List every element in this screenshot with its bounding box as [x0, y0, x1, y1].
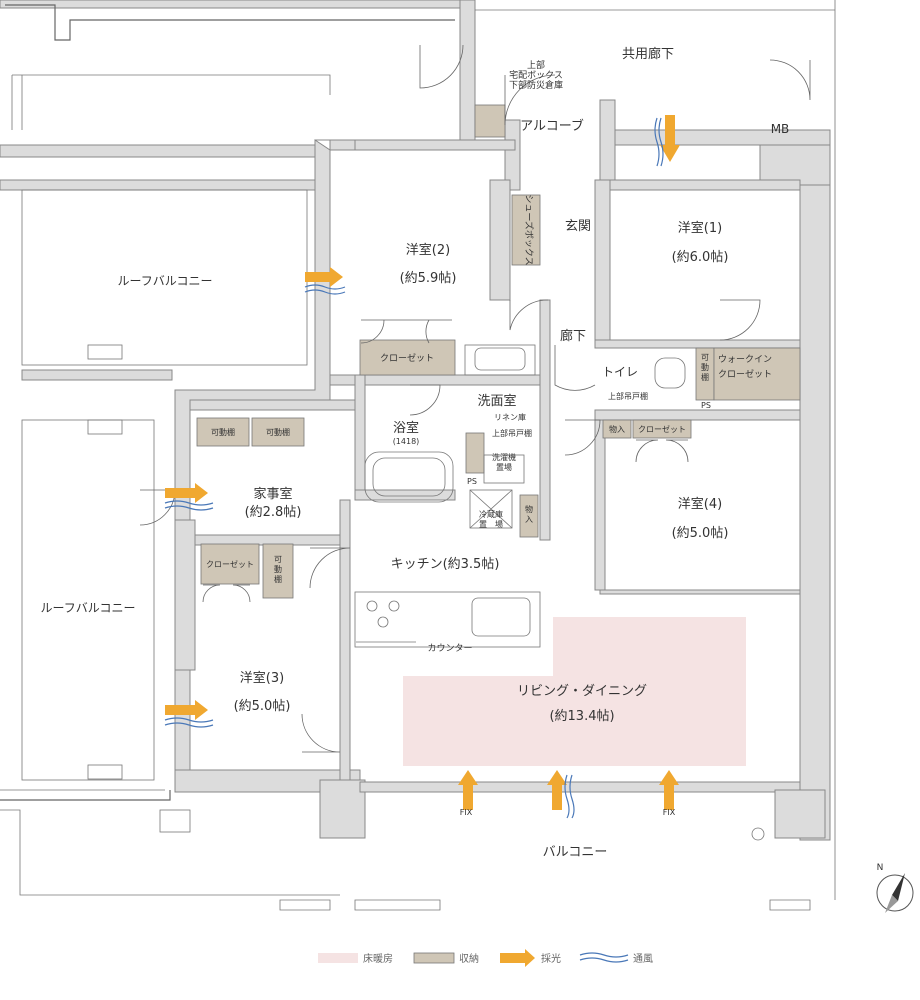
linen-label: リネン庫 [494, 412, 526, 422]
western-room-3-name: 洋室(3) [240, 670, 284, 686]
housework-room-size: (約2.8帖) [245, 505, 302, 520]
ventilation-waves [164, 117, 664, 963]
delivery-box-label-3: 下部防災倉庫 [509, 79, 563, 91]
legend-floor-heating-label: 床暖房 [363, 952, 393, 965]
room3-shelf-label-1: 可 [274, 555, 282, 564]
floor-heating-zone-1 [403, 676, 553, 766]
legend: 床暖房 収納 採光 通風 [318, 952, 653, 965]
roof-drain-upper [87, 344, 123, 360]
daylight-arrows [165, 115, 680, 967]
roof-balcony-area [0, 0, 461, 896]
western-room-4-size: (約5.0帖) [672, 526, 729, 541]
mb-label: MB [771, 122, 790, 136]
fridge-label-2: 置 場 [479, 519, 503, 529]
storage-in-label-2b: 入 [525, 515, 533, 524]
room3-shelf-label-2: 動 [274, 565, 282, 574]
living-dining-size: (約13.4帖) [549, 709, 614, 724]
room3-shelf-label-3: 棚 [274, 574, 282, 584]
storage-blocks [196, 104, 801, 599]
storage-in-label-2a: 物 [525, 504, 533, 514]
alcove-label: アルコーブ [520, 118, 584, 134]
western-room-2-size: (約5.9帖) [400, 271, 457, 286]
washer-label-2: 置場 [496, 462, 512, 472]
housework-room-name: 家事室 [253, 486, 292, 502]
bath-label: 浴室 [393, 420, 419, 436]
legend-ventilation-label: 通風 [633, 953, 653, 965]
bath-size-label: (1418) [393, 437, 420, 446]
compass: N [876, 863, 914, 913]
delivery-box-label-1: 上部 [527, 59, 545, 71]
western-room-3-size: (約5.0帖) [234, 699, 291, 714]
ps-label-right: PS [701, 401, 711, 410]
kitchen-label: キッチン(約3.5帖) [391, 557, 500, 572]
wic-shelf-label-1: 可 [701, 353, 709, 362]
wic-shelf-label-2: 動 [701, 363, 709, 372]
counter-label: カウンター [427, 643, 472, 654]
outer-walls [174, 0, 836, 900]
roof-balcony-upper-label: ルーフバルコニー [117, 274, 212, 288]
legend-storage-swatch [413, 952, 455, 964]
toilet-label: トイレ [602, 365, 638, 379]
living-dining-name: リビング・ダイニング [517, 684, 647, 699]
doors [139, 44, 811, 753]
western-room-2-name: 洋室(2) [406, 242, 450, 258]
balcony-label: バルコニー [543, 845, 608, 860]
housework-shelf-b: 可動棚 [266, 427, 290, 437]
legend-daylight-label: 採光 [541, 952, 561, 965]
washer-label-1: 洗濯機 [492, 452, 516, 462]
delivery-box-label-2: 宅配ボックス [509, 69, 563, 81]
fridge-label-1: 冷蔵庫 [479, 509, 503, 519]
floor-heating-zone-2 [553, 617, 746, 766]
upper-cabinet-label-toilet: 上部吊戸棚 [608, 391, 648, 401]
storage-in-label: 物入 [609, 424, 625, 434]
western-room-1-size: (約6.0帖) [672, 250, 729, 265]
washroom-label: 洗面室 [477, 393, 516, 409]
fix-left-label: FIX [460, 808, 473, 817]
closet-label-room2: クローゼット [380, 352, 434, 364]
housework-shelf-a: 可動棚 [211, 427, 235, 437]
fix-right-label: FIX [663, 808, 676, 817]
legend-storage-label: 収納 [459, 952, 479, 965]
legend-floor-heating-swatch [318, 953, 358, 963]
fixtures [279, 344, 811, 911]
entrance-label: 玄関 [565, 219, 591, 234]
wic-shelf-label-3: 棚 [701, 372, 709, 382]
compass-north-label: N [877, 863, 884, 873]
western-room-4-name: 洋室(4) [678, 496, 722, 512]
western-room-1-name: 洋室(1) [678, 220, 722, 236]
roof-balcony-lower-label: ルーフバルコニー [40, 601, 135, 615]
closet-label-room4: クローゼット [638, 424, 686, 434]
hallway-label: 廊下 [560, 328, 586, 344]
ps-label-wash: PS [467, 477, 477, 486]
wic-label-2: クローゼット [718, 368, 772, 380]
wic-label-1: ウォークイン [718, 354, 772, 365]
roof-drain-lower [87, 764, 123, 780]
closet-label-room3: クローゼット [206, 559, 254, 569]
shoe-box-label: シューズボックス [523, 194, 535, 265]
common-corridor-label: 共用廊下 [622, 46, 674, 62]
roof-drain-middle [87, 419, 123, 435]
upper-cabinet-label-wash: 上部吊戸棚 [492, 428, 532, 438]
